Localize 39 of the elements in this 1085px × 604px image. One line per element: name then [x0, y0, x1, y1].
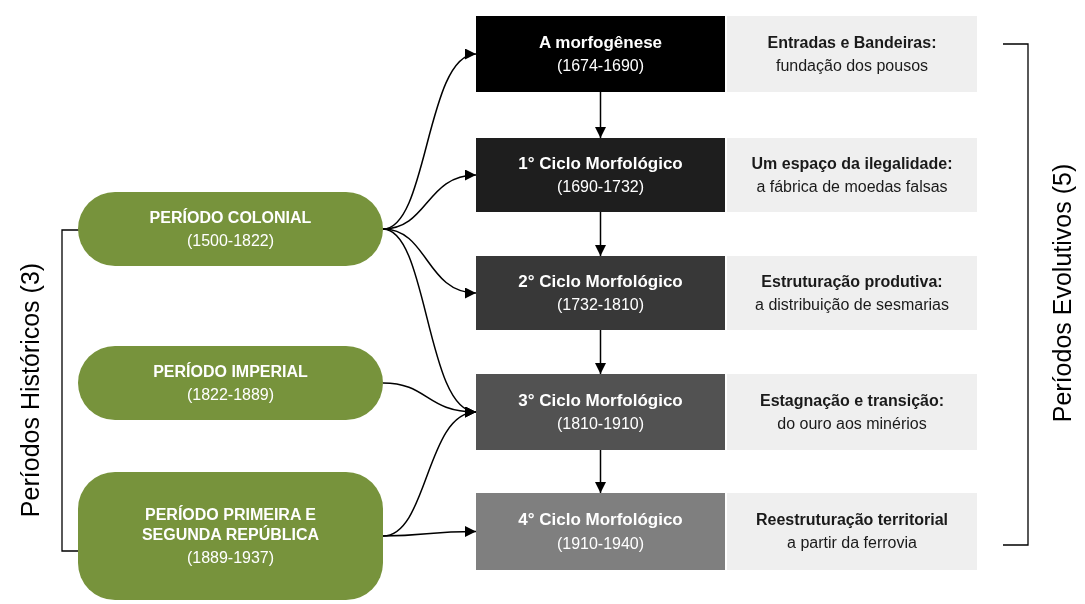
- box-subtitle: (1822-1889): [186, 384, 275, 405]
- section-label: Períodos Históricos (3): [15, 262, 45, 518]
- box-title: Um espaço da ilegalidade:: [751, 153, 953, 174]
- arrow: [595, 211, 606, 257]
- period-pill: [78, 472, 383, 600]
- box-title: 3° Ciclo Morfológico: [518, 389, 683, 412]
- box-title: 1° Ciclo Morfológico: [518, 152, 683, 175]
- box-subtitle: a fábrica de moedas falsas: [756, 176, 948, 197]
- box-title: Entradas e Bandeiras:: [767, 32, 937, 53]
- box-title: Reestruturação territorial: [755, 510, 949, 530]
- arrow: [595, 91, 606, 139]
- box-subtitle: do ouro aos minérios: [777, 413, 927, 434]
- box-title: Estagnação e transição:: [759, 390, 945, 411]
- process-box: [476, 374, 725, 450]
- arrow: [382, 526, 477, 538]
- box-title: PERÍODO PRIMEIRA E SEGUNDA REPÚBLICA: [140, 504, 321, 545]
- box-subtitle: (1674-1690): [556, 56, 645, 77]
- process-box: [476, 16, 725, 92]
- box-subtitle: a distribuição de sesmarias: [755, 294, 949, 315]
- box-title: PERÍODO COLONIAL: [149, 207, 312, 228]
- box-subtitle: (1910-1940): [556, 533, 645, 554]
- process-box: [476, 493, 725, 570]
- box-subtitle: fundação dos pousos: [775, 55, 929, 76]
- box-title: 2° Ciclo Morfológico: [518, 270, 683, 293]
- box-subtitle: (1500-1822): [186, 230, 275, 251]
- box-subtitle: a partir da ferrovia: [787, 533, 917, 553]
- box-subtitle: (1690-1732): [556, 177, 645, 198]
- box-subtitle: (1732-1810): [556, 295, 645, 316]
- arrow: [595, 449, 606, 494]
- box-title: Estruturação produtiva:: [761, 271, 943, 292]
- process-box: [476, 138, 725, 212]
- box-title: PERÍODO IMPERIAL: [153, 361, 308, 382]
- box-subtitle: (1810-1910): [556, 414, 645, 435]
- process-box: [476, 256, 725, 330]
- section-label: Períodos Evolutivos (5): [1047, 163, 1077, 423]
- box-subtitle: (1889-1937): [186, 547, 275, 568]
- box-title: A morfogênese: [538, 31, 663, 54]
- box-title: 4° Ciclo Morfológico: [518, 509, 683, 531]
- arrow: [595, 329, 606, 375]
